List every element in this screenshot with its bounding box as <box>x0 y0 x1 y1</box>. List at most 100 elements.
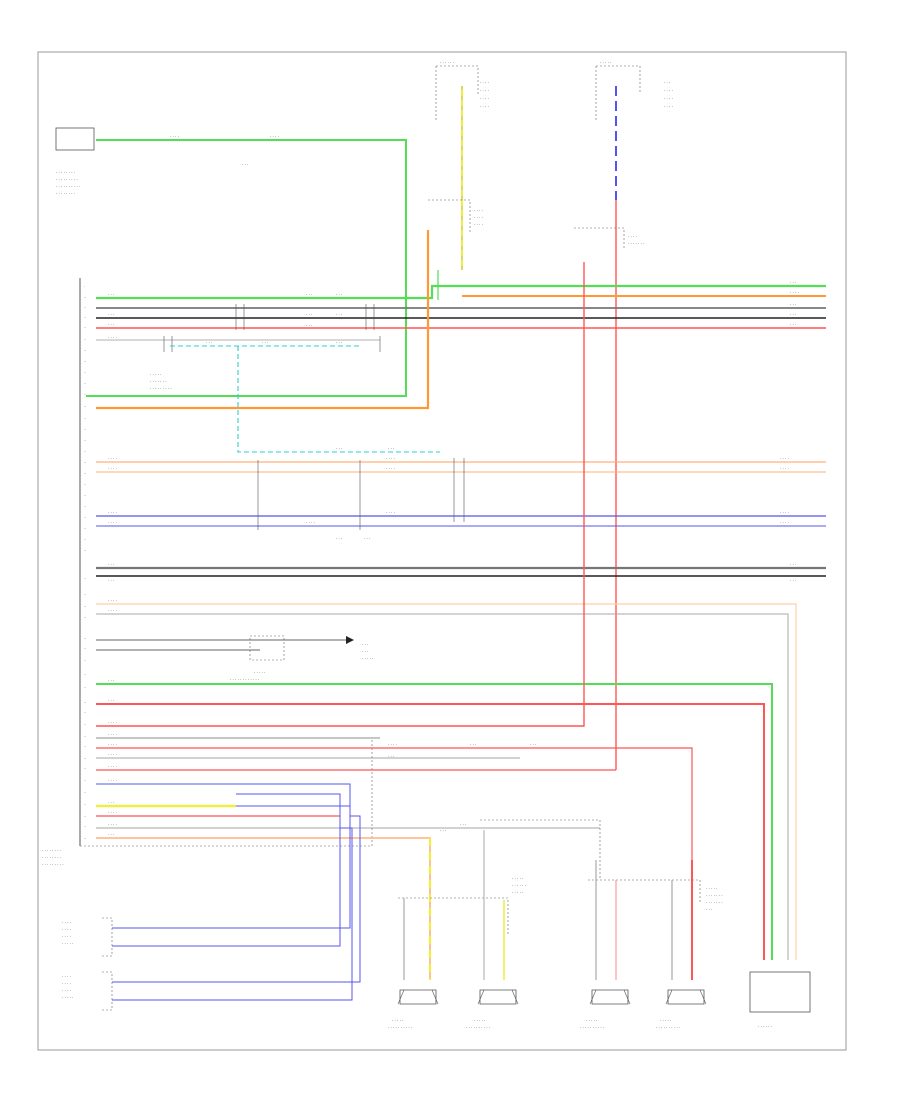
wire-green-sub <box>96 683 773 960</box>
wire-blue-rl-1 <box>112 815 361 983</box>
svg-text:· · · ·: · · · · <box>270 134 279 139</box>
svg-text:· · · · · · · · · ·: · · · · · · · · · · <box>56 184 80 189</box>
svg-text:· · · ·: · · · · <box>62 920 71 925</box>
svg-text:· · · ·: · · · · <box>664 104 673 109</box>
wire-blue-rl-2 <box>112 827 353 1001</box>
svg-text:· · · · · · · · · ·: · · · · · · · · · · <box>388 1025 412 1030</box>
steering-wire-green <box>86 139 407 397</box>
svg-text:· · ·: · · · <box>336 340 342 345</box>
svg-text:·: · <box>84 285 85 289</box>
junction-connector-right: · · · · · · · · · · · <box>574 227 645 250</box>
svg-text:··: ·· <box>84 605 86 609</box>
svg-text:· · ·: · · · <box>460 822 466 827</box>
svg-text:··: ·· <box>84 593 86 597</box>
svg-text:· · · ·: · · · · <box>780 510 789 515</box>
svg-text:· · ·: · · · <box>664 80 670 85</box>
svg-text:· · ·: · · · <box>790 578 796 583</box>
svg-text:··: ·· <box>84 450 86 454</box>
right-front-tweeter: · · · · · · · · · · · · · · · <box>580 989 631 1030</box>
svg-text:··: ·· <box>84 316 86 320</box>
svg-text:· · · ·: · · · · <box>480 104 489 109</box>
svg-text:· · ·: · · · <box>336 312 342 317</box>
svg-text:··: ·· <box>84 711 86 715</box>
svg-text:· · · · · ·: · · · · · · <box>758 1024 772 1029</box>
svg-text:· · · · ·: · · · · · <box>474 1018 485 1023</box>
svg-text:··: ·· <box>84 767 86 771</box>
svg-text:· · · · ·: · · · · · <box>706 886 717 891</box>
svg-text:· · · · · · ·: · · · · · · · <box>706 893 723 898</box>
svg-text:··: ·· <box>84 360 86 364</box>
svg-text:· · ·: · · · <box>108 312 114 317</box>
svg-text:· · ·: · · · <box>108 578 114 583</box>
svg-text:· · · ·: · · · · <box>480 88 489 93</box>
hot-in-acc-fuse: · · · · · · · · · · · · · · · · · · · · <box>595 60 673 120</box>
svg-text:··: ·· <box>84 616 86 620</box>
svg-text:· · ·: · · · <box>242 162 248 167</box>
svg-text:· · ·: · · · <box>108 800 114 805</box>
svg-text:· · · ·: · · · · <box>62 934 71 939</box>
svg-text:··: ·· <box>84 382 86 386</box>
svg-text:··: ·· <box>84 837 86 841</box>
svg-text:· · · · · · · ·: · · · · · · · · <box>56 191 75 196</box>
wire-blue-rr-1 <box>112 783 351 929</box>
svg-text:··: ·· <box>84 439 86 443</box>
svg-text:· · ·: · · · <box>336 292 342 297</box>
wire-orange-2 <box>96 230 430 410</box>
wire-peach-sub <box>96 603 797 960</box>
svg-text:· · · ·: · · · · <box>780 520 789 525</box>
svg-text:··: ·· <box>84 701 86 705</box>
svg-text:· · · · · · · ·: · · · · · · · · <box>56 170 75 175</box>
svg-text:· · · · · · · · · · · ·: · · · · · · · · · · · · <box>230 677 259 682</box>
left-front-door-speaker: · · · · · · · · · · · · · · · <box>388 989 439 1030</box>
svg-text:· · ·: · · · <box>790 322 796 327</box>
splice-marks-top <box>163 304 381 352</box>
svg-text:· · · · ·: · · · · · <box>660 1018 671 1023</box>
svg-text:· · · · · ·: · · · · · · <box>512 883 526 888</box>
svg-text:· · · · ·: · · · · · <box>392 1018 403 1023</box>
svg-text:· · ·: · · · <box>306 312 312 317</box>
svg-text:··: ·· <box>84 735 86 739</box>
svg-text:··: ·· <box>84 549 86 553</box>
svg-text:· · · ·: · · · · <box>62 927 71 932</box>
svg-text:· · ·: · · · <box>790 562 796 567</box>
svg-text:· · · ·: · · · · <box>108 608 117 613</box>
svg-text:· · · · ·: · · · · · <box>254 670 265 675</box>
svg-text:· · · ·: · · · · <box>474 222 483 227</box>
svg-text:· · ·: · · · <box>530 742 536 747</box>
svg-text:· · · ·: · · · · <box>108 510 117 515</box>
svg-text:· · · ·: · · · · <box>108 598 117 603</box>
svg-text:· · · · ·: · · · · · <box>150 372 161 377</box>
svg-text:··: ·· <box>84 483 86 487</box>
svg-text:· · · · ·: · · · · · <box>62 941 73 946</box>
svg-text:· · ·: · · · <box>108 832 114 837</box>
svg-text:· · · · · · ·: · · · · · · · <box>706 900 723 905</box>
ground-symbol-icon <box>346 636 354 644</box>
right-front-door-speaker: · · · · · · · · · · · · · · · <box>656 989 707 1030</box>
svg-text:· · · ·: · · · · <box>386 456 395 461</box>
left-front-tweeter: · · · · · · · · · · · · · · · <box>466 989 519 1030</box>
svg-text:· · · ·: · · · · <box>474 215 483 220</box>
svg-text:··: ·· <box>84 371 86 375</box>
svg-text:· · · ·: · · · · <box>780 466 789 471</box>
svg-text:··: ·· <box>84 825 86 829</box>
svg-text:· · · ·: · · · · <box>108 335 117 340</box>
wire-blue-rr-2 <box>112 793 341 947</box>
svg-text:· · · · · · · · · ·: · · · · · · · · · · <box>466 1025 490 1030</box>
subwoofer: · · · · · · <box>749 971 811 1029</box>
svg-text:· · · ·: · · · · <box>170 134 179 139</box>
wire-cyan <box>170 345 440 453</box>
svg-text:··: ·· <box>84 527 86 531</box>
svg-text:· · ·: · · · <box>440 828 446 833</box>
svg-text:··: ·· <box>84 577 86 581</box>
svg-text:· · · ·: · · · · <box>780 456 789 461</box>
svg-text:· · ·: · · · <box>790 302 796 307</box>
svg-text:· · · ·: · · · · <box>62 974 71 979</box>
wire-red-fuse <box>96 262 585 727</box>
svg-text:··: ·· <box>84 326 86 330</box>
svg-text:··: ·· <box>84 494 86 498</box>
wire-red-sub <box>96 703 765 960</box>
svg-text:··: ·· <box>84 745 86 749</box>
svg-text:· · · ·: · · · · <box>628 234 637 239</box>
svg-text:··: ·· <box>84 306 86 310</box>
